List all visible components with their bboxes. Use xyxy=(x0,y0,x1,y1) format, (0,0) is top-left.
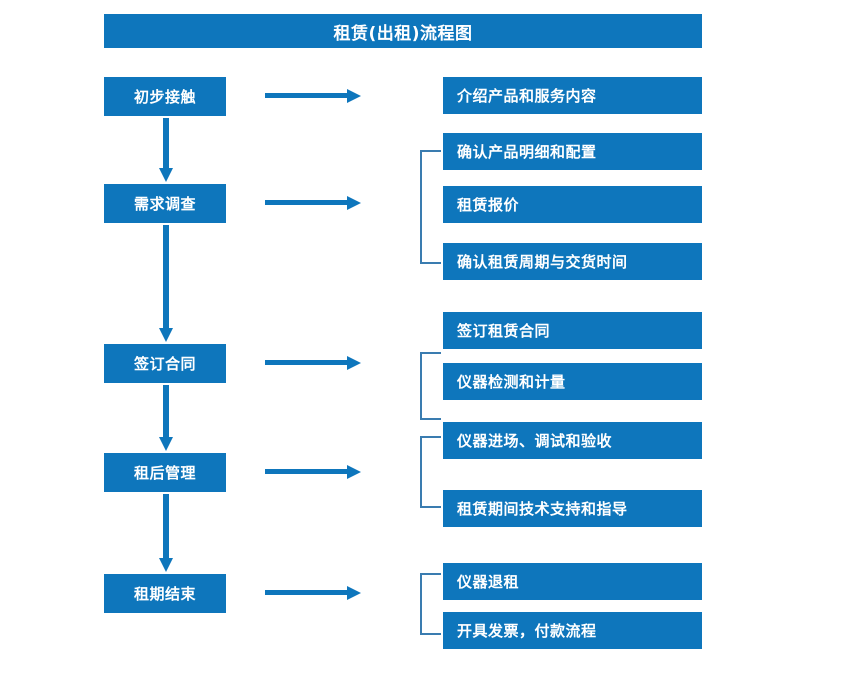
stage-box-rental-end[interactable]: 租期结束 xyxy=(104,574,226,613)
detail-box-introduce-products-services[interactable]: 介绍产品和服务内容 xyxy=(443,77,702,114)
horizontal-arrow-icon-2 xyxy=(265,196,361,210)
detail-box-confirm-product-spec[interactable]: 确认产品明细和配置 xyxy=(443,133,702,170)
stage-box-initial-contact[interactable]: 初步接触 xyxy=(104,77,226,116)
detail-box-instrument-return[interactable]: 仪器退租 xyxy=(443,563,702,600)
vertical-arrow-icon-1 xyxy=(158,118,174,184)
horizontal-arrow-icon-3 xyxy=(265,356,361,370)
horizontal-arrow-icon-4 xyxy=(265,465,361,479)
group-bracket-icon-3 xyxy=(419,436,443,508)
horizontal-arrow-icon-5 xyxy=(265,586,361,600)
group-bracket-icon-1 xyxy=(419,150,443,264)
detail-box-rental-quotation[interactable]: 租赁报价 xyxy=(443,186,702,223)
detail-box-technical-support-during-rental[interactable]: 租赁期间技术支持和指导 xyxy=(443,490,702,527)
stage-box-sign-contract[interactable]: 签订合同 xyxy=(104,344,226,383)
vertical-arrow-icon-4 xyxy=(158,494,174,574)
horizontal-arrow-icon-1 xyxy=(265,89,361,103)
detail-box-sign-rental-contract[interactable]: 签订租赁合同 xyxy=(443,312,702,349)
detail-box-confirm-rental-period-delivery[interactable]: 确认租赁周期与交货时间 xyxy=(443,243,702,280)
page-title: 租赁(出租)流程图 xyxy=(104,14,702,48)
group-bracket-icon-2 xyxy=(419,352,443,420)
detail-box-instrument-entry-commissioning-acceptance[interactable]: 仪器进场、调试和验收 xyxy=(443,422,702,459)
stage-box-demand-survey[interactable]: 需求调查 xyxy=(104,184,226,223)
vertical-arrow-icon-2 xyxy=(158,225,174,344)
vertical-arrow-icon-3 xyxy=(158,385,174,453)
detail-box-invoice-payment-process[interactable]: 开具发票，付款流程 xyxy=(443,612,702,649)
detail-box-instrument-inspection-metering[interactable]: 仪器检测和计量 xyxy=(443,363,702,400)
group-bracket-icon-4 xyxy=(419,573,443,635)
stage-box-post-rental-management[interactable]: 租后管理 xyxy=(104,453,226,492)
